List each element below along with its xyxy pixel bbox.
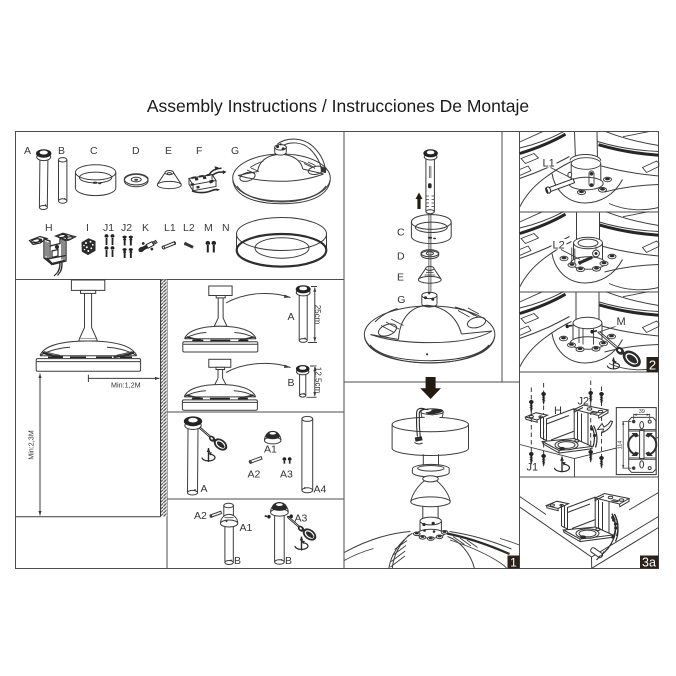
svg-text:J2: J2 — [121, 222, 132, 234]
svg-text:25cm: 25cm — [313, 305, 322, 325]
svg-text:C: C — [397, 227, 405, 239]
svg-text:C: C — [90, 145, 98, 157]
svg-text:A1: A1 — [240, 522, 253, 534]
svg-text:A4: A4 — [314, 484, 327, 496]
svg-text:B: B — [288, 377, 295, 389]
svg-text:J1: J1 — [103, 222, 114, 234]
svg-text:B: B — [58, 145, 65, 157]
svg-text:L2: L2 — [183, 222, 195, 234]
svg-text:Assembly Instructions / Instru: Assembly Instructions / Instrucciones De… — [147, 96, 529, 116]
svg-text:L1: L1 — [543, 158, 555, 170]
svg-text:Min:1,2M: Min:1,2M — [111, 380, 141, 389]
svg-text:E: E — [165, 145, 172, 157]
svg-text:M: M — [617, 316, 626, 328]
svg-text:3a: 3a — [642, 556, 656, 570]
svg-text:N: N — [222, 222, 230, 234]
svg-text:G: G — [397, 294, 405, 306]
svg-text:A3: A3 — [295, 513, 308, 525]
svg-text:114: 114 — [617, 441, 623, 450]
svg-text:A: A — [201, 483, 208, 495]
svg-text:J2: J2 — [578, 396, 590, 408]
svg-text:A: A — [24, 145, 31, 157]
svg-text:12.5cm: 12.5cm — [314, 367, 323, 394]
svg-text:G: G — [231, 145, 239, 157]
svg-text:A2: A2 — [194, 510, 207, 522]
svg-text:D: D — [132, 145, 140, 157]
svg-text:A1: A1 — [264, 444, 277, 456]
svg-text:B: B — [285, 555, 292, 567]
svg-text:39: 39 — [639, 409, 645, 415]
svg-text:2: 2 — [649, 358, 656, 373]
svg-text:F: F — [196, 145, 202, 157]
svg-text:M: M — [204, 222, 213, 234]
svg-text:A3: A3 — [280, 469, 293, 481]
svg-text:L2: L2 — [553, 240, 565, 252]
svg-text:I: I — [86, 222, 89, 234]
svg-text:Min:2,3M: Min:2,3M — [27, 430, 36, 460]
svg-text:E: E — [397, 272, 404, 284]
svg-text:B: B — [234, 555, 241, 567]
svg-text:H: H — [45, 222, 53, 234]
svg-text:J1: J1 — [527, 462, 539, 474]
svg-text:K: K — [142, 222, 149, 234]
svg-text:1: 1 — [510, 556, 517, 570]
svg-text:A2: A2 — [248, 469, 261, 481]
svg-text:H: H — [554, 405, 562, 417]
svg-text:D: D — [397, 251, 405, 263]
svg-text:A: A — [288, 311, 295, 323]
svg-text:L1: L1 — [164, 222, 176, 234]
